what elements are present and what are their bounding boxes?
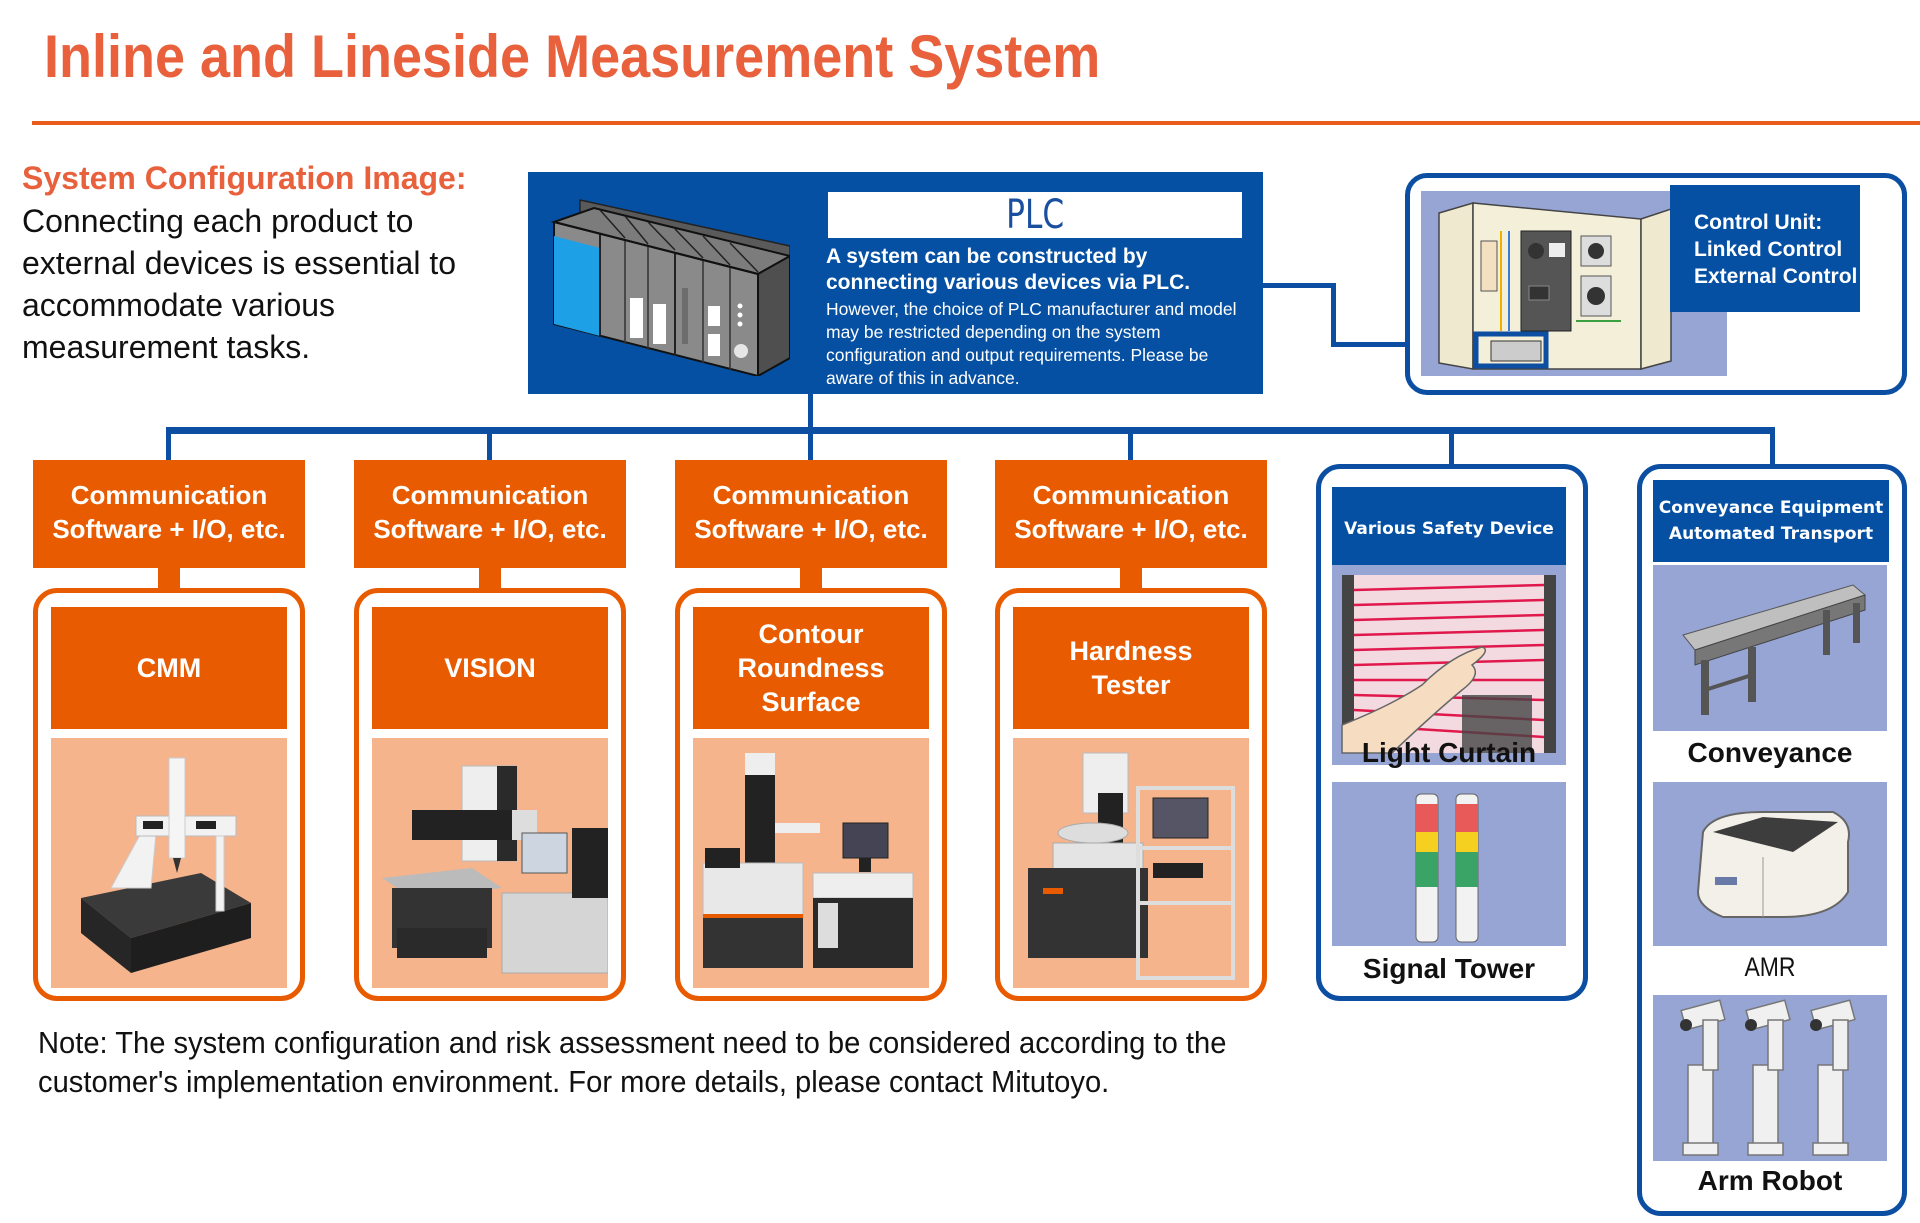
comm-interface-line: Software + I/O, etc. [694, 514, 928, 544]
plc-detail-text: However, the choice of PLC manufacturer … [826, 299, 1237, 388]
signal-tower-icon [1415, 793, 1479, 943]
device-photo-contour [693, 738, 929, 988]
comm-stem [1120, 568, 1142, 588]
device-label-line: Surface [761, 687, 861, 717]
amr-image [1653, 782, 1887, 946]
control-unit-line: Control Unit: [1694, 211, 1823, 234]
conveyor-image [1653, 565, 1887, 731]
light-curtain-caption: Light Curtain [1361, 737, 1537, 768]
device-label-line: Tester [1091, 670, 1171, 700]
control-unit-line: Linked Control [1694, 238, 1843, 261]
control-unit-label: Control Unit: Linked Control External Co… [1670, 185, 1860, 312]
plc-to-control-connector-h1 [1263, 283, 1335, 288]
comm-interface-box-vision: Communication Software + I/O, etc. [354, 460, 626, 568]
plc-to-bus-connector [808, 394, 813, 428]
comm-stem [479, 568, 501, 588]
device-card-vision: VISION [354, 588, 626, 1001]
drop-connector-cmm [166, 430, 171, 462]
drop-connector-safety [1449, 430, 1454, 466]
vision-machine-icon [382, 765, 608, 974]
comm-stem [800, 568, 822, 588]
drop-connector-contour [808, 430, 813, 462]
signal-tower-caption: Signal Tower [1362, 953, 1536, 984]
arm-robot-caption: Arm Robot [1697, 1165, 1843, 1196]
cmm-machine-icon [81, 757, 251, 973]
device-label-cmm: CMM [51, 607, 287, 729]
device-card-contour: Contour Roundness Surface [675, 588, 947, 1001]
title-divider [32, 121, 1920, 125]
amr-icon [1696, 811, 1850, 918]
device-label-line: CMM [136, 653, 202, 683]
comm-interface-line: Communication [712, 480, 910, 510]
comm-interface-box-hardness: Communication Software + I/O, etc. [995, 460, 1267, 568]
conveyance-heading-line: Conveyance Equipment [1658, 498, 1884, 518]
safety-heading-text: Various Safety Device [1344, 519, 1554, 539]
plc-panel: PLC A system can be constructed by conne… [528, 172, 1263, 394]
comm-interface-line: Software + I/O, etc. [373, 514, 607, 544]
comm-interface-line: Software + I/O, etc. [1014, 514, 1248, 544]
safety-device-heading: Various Safety Device [1332, 487, 1566, 571]
device-photo-hardness [1013, 738, 1249, 988]
comm-interface-line: Communication [391, 480, 589, 510]
comm-interface-line: Communication [1032, 480, 1230, 510]
contour-machine-icon [702, 753, 914, 968]
control-cabinet-icon [1438, 201, 1672, 370]
plc-label-text: PLC [1006, 192, 1064, 238]
plc-lead-text: A system can be constructed by connectin… [826, 245, 1191, 294]
device-label-line: Hardness [1069, 636, 1193, 666]
drop-connector-hardness [1128, 430, 1133, 462]
device-photo-vision [372, 738, 608, 988]
comm-interface-line: Software + I/O, etc. [52, 514, 286, 544]
intro-heading: System Configuration Image: [22, 160, 467, 196]
plc-to-control-connector-v [1331, 283, 1336, 346]
device-label-line: VISION [444, 653, 536, 683]
plc-label: PLC [828, 192, 1242, 238]
device-card-hardness: Hardness Tester [995, 588, 1267, 1001]
comm-interface-box-cmm: Communication Software + I/O, etc. [33, 460, 305, 568]
device-label-vision: VISION [372, 607, 608, 729]
comm-interface-box-contour: Communication Software + I/O, etc. [675, 460, 947, 568]
device-card-cmm: CMM [33, 588, 305, 1001]
comm-interface-line: Communication [70, 480, 268, 510]
conveyor-icon [1682, 584, 1867, 715]
conveyance-heading: Conveyance Equipment Automated Transport [1653, 480, 1889, 562]
intro-body: Connecting each product to external devi… [22, 203, 456, 365]
device-label-line: Roundness [737, 653, 885, 683]
light-curtain-image [1332, 565, 1566, 765]
signal-tower-image [1332, 782, 1566, 946]
device-photo-cmm [51, 738, 287, 988]
device-label-contour: Contour Roundness Surface [693, 607, 929, 729]
page-title: Inline and Lineside Measurement System [44, 23, 1101, 90]
hardness-tester-icon [1028, 752, 1235, 980]
drop-connector-vision [487, 430, 492, 462]
amr-caption: AMR [1744, 952, 1796, 982]
footer-note: Note: The system configuration and risk … [38, 1025, 1227, 1099]
conveyance-caption: Conveyance [1687, 737, 1853, 768]
plc-rack-illustration [550, 199, 790, 376]
device-label-line: Contour [758, 619, 864, 649]
plc-to-control-connector-h2 [1331, 342, 1461, 347]
comm-stem [158, 568, 180, 588]
light-curtain-icon [1341, 575, 1556, 754]
bus-line [166, 427, 1775, 434]
device-label-hardness: Hardness Tester [1013, 607, 1249, 729]
drop-connector-conveyance [1770, 430, 1775, 466]
arm-robot-icon [1680, 999, 1856, 1156]
arm-robot-image [1653, 995, 1887, 1161]
conveyance-heading-line: Automated Transport [1668, 524, 1874, 544]
control-unit-line: External Control [1694, 265, 1858, 288]
